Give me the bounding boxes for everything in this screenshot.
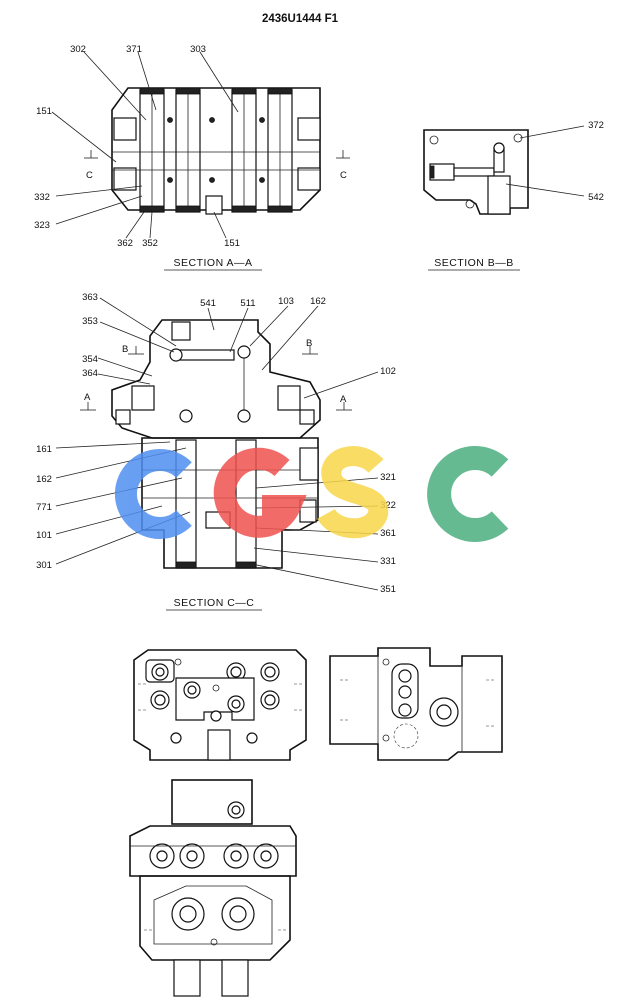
callout-541: 541 [200,298,216,309]
svg-text:C: C [86,170,93,181]
cut-marker-a-right: A [336,394,352,411]
svg-text:A: A [84,392,91,403]
callout-323: 323 [34,220,50,231]
svg-text:C: C [340,170,347,181]
watermark-letter-c2 [427,446,509,542]
callout-103: 103 [278,296,294,307]
callout-351: 351 [380,584,396,595]
section-bb-view [423,129,529,215]
callout-364: 364 [82,368,98,379]
section-bb-leaders [505,125,585,197]
watermark-logo [115,446,509,542]
watermark-letter-c1 [115,449,192,539]
callout-161: 161 [36,444,52,455]
callout-353: 353 [82,316,98,327]
side-view [329,647,503,761]
drawing-number: 2436U1444 F1 [262,13,339,25]
section-cc-callouts: 363 353 354 364 541 511 103 162 102 161 … [36,292,396,595]
callout-771: 771 [36,502,52,513]
callout-362: 362 [117,238,133,249]
callout-303: 303 [190,44,206,55]
watermark-letter-g [213,447,307,538]
section-aa-callouts: 302 371 303 151 332 323 362 352 151 [34,44,240,249]
callout-101: 101 [36,530,52,541]
callout-542: 542 [588,192,604,203]
callout-151: 151 [36,106,52,117]
svg-text:B: B [306,338,312,349]
callout-301: 301 [36,560,52,571]
callout-162: 162 [310,296,326,307]
section-aa-view [111,87,321,215]
cut-marker-c-left: C [84,150,98,181]
callout-162-left: 162 [36,474,52,485]
callout-511: 511 [240,298,255,309]
bottom-view [129,779,297,997]
svg-text:B: B [122,344,128,355]
callout-352: 352 [142,238,158,249]
callout-331: 331 [380,556,396,567]
callout-361: 361 [380,528,396,539]
callout-321: 321 [380,472,396,483]
callout-363: 363 [82,292,98,303]
section-cc-leaders [55,297,379,591]
front-view [133,649,307,761]
cut-marker-b-left: B [122,344,144,355]
section-cc-title: SECTION C—C [174,597,255,609]
callout-371: 371 [126,44,142,55]
callout-151-bottom: 151 [224,238,240,249]
callout-354: 354 [82,354,98,365]
section-bb-title: SECTION B—B [434,257,514,269]
callout-372: 372 [588,120,604,131]
section-aa-title: SECTION A—A [173,257,252,269]
callout-322: 322 [380,500,396,511]
callout-302: 302 [70,44,86,55]
svg-text:A: A [340,394,347,405]
section-aa-leaders [51,51,239,239]
watermark-letter-s [317,446,389,539]
callout-332: 332 [34,192,50,203]
cut-marker-c-right: C [336,150,350,181]
callout-102: 102 [380,366,396,377]
cut-marker-b-right: B [302,338,318,355]
cut-marker-a-left: A [80,392,96,411]
